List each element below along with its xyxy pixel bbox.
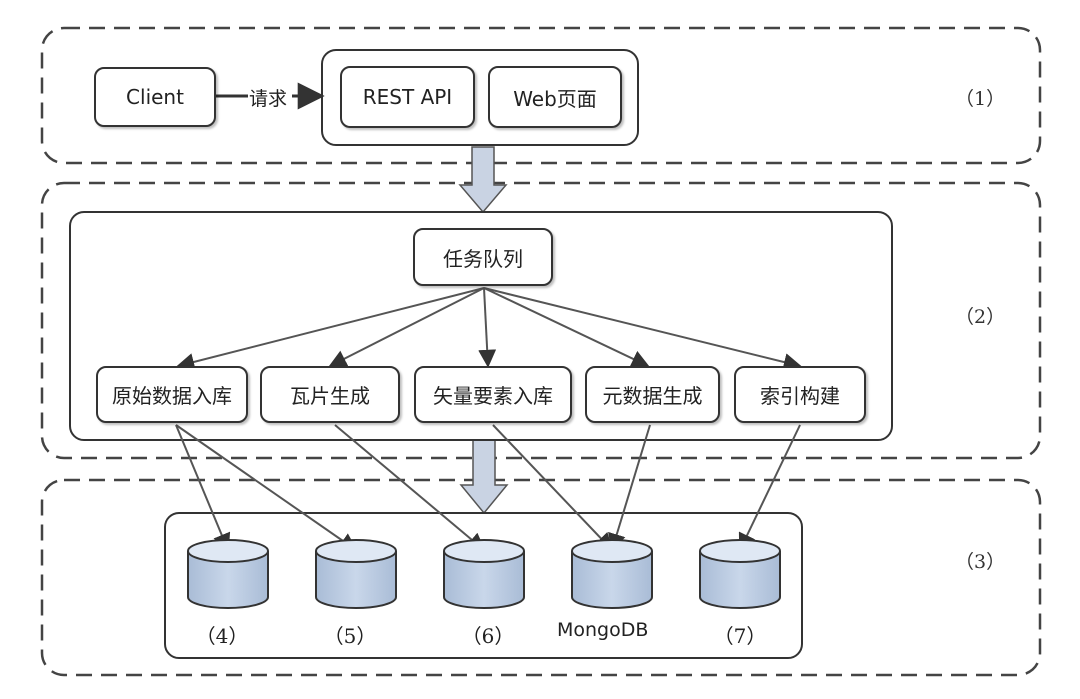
arrow-metadata-to-mongodb [608, 424, 651, 552]
flow-arrow-1-to-2 [458, 146, 508, 214]
section-3-frame [40, 478, 1042, 677]
task-queue-label: 任务队列 [443, 246, 523, 271]
task-queue-node: 任务队列 [413, 228, 553, 286]
task-raw-ingest: 原始数据入库 [96, 366, 248, 423]
arrow-raw-to-db4 [175, 424, 231, 552]
db-label-5: （5） [323, 624, 377, 648]
task-metadata-gen-label: 元数据生成 [602, 384, 703, 408]
arrow-to-raw-ingest [176, 287, 485, 371]
section-1-label: （1） [955, 88, 1006, 110]
db-label-4: （4） [195, 624, 249, 648]
request-label: 请求 [249, 88, 288, 110]
rest-api-label: REST API [362, 85, 453, 109]
mongodb-label: MongoDB [557, 619, 649, 641]
section-2-frame [40, 181, 1042, 460]
arrow-tile-to-db6 [334, 424, 486, 552]
db-cylinder-4 [187, 539, 269, 609]
client-node: Client [94, 67, 216, 127]
task-vector-ingest: 矢量要素入库 [414, 366, 572, 423]
section-2-label: （2） [955, 306, 1006, 328]
web-page-label: Web页面 [513, 86, 597, 111]
task-index-build-label: 索引构建 [760, 384, 840, 408]
db-cylinder-mongodb [571, 539, 653, 609]
web-page-node: Web页面 [488, 66, 622, 128]
section-1-frame [40, 26, 1042, 165]
arrow-raw-to-db5 [175, 424, 358, 552]
db-label-6: （6） [461, 624, 515, 648]
arrow-to-index-build [483, 287, 802, 371]
rest-api-node: REST API [340, 66, 475, 128]
arrow-to-tile-gen [328, 287, 485, 367]
arrow-to-vector-ingest [478, 287, 497, 368]
task-raw-ingest-label: 原始数据入库 [112, 384, 232, 408]
storage-arrows [175, 424, 801, 552]
flow-arrow-2-to-3 [459, 439, 509, 515]
client-label: Client [126, 85, 184, 109]
db-cylinder-6 [443, 539, 525, 609]
arrow-to-metadata-gen [483, 287, 650, 368]
section-3-label: （3） [955, 551, 1006, 573]
db-cylinder-5 [315, 539, 397, 609]
db-label-7: （7） [713, 624, 767, 648]
task-tile-gen-label: 瓦片生成 [290, 384, 370, 408]
task-vector-ingest-label: 矢量要素入库 [433, 384, 553, 408]
task-metadata-gen: 元数据生成 [585, 366, 720, 423]
arrow-vector-to-mongodb [492, 424, 614, 552]
task-index-build: 索引构建 [734, 366, 866, 423]
arrow-index-to-db7 [738, 424, 801, 552]
db-cylinder-7 [699, 539, 781, 609]
task-tile-gen: 瓦片生成 [260, 366, 400, 423]
fanout-arrows [176, 287, 802, 371]
db-cylinders [187, 539, 781, 609]
